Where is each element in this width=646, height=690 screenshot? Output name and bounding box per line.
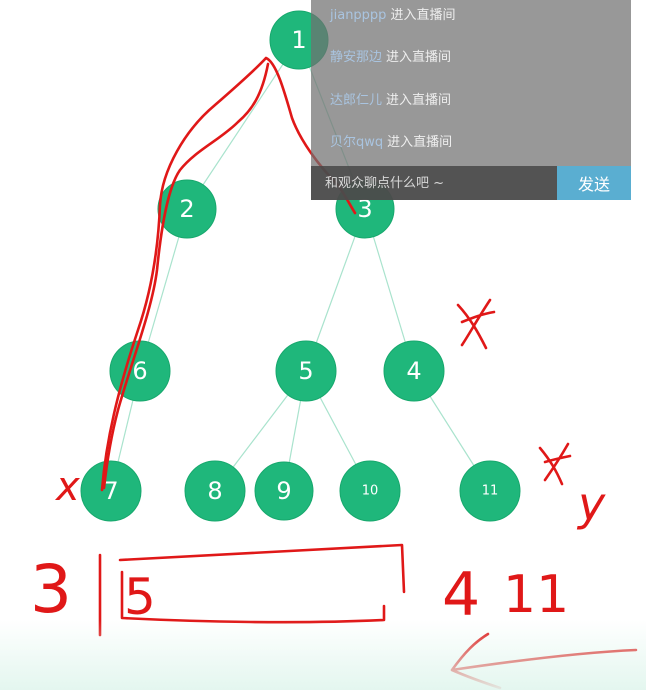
tree-node-label: 1 (291, 26, 306, 54)
chat-input[interactable] (311, 166, 557, 200)
chat-action: 进入直播间 (386, 93, 452, 108)
chat-action: 进入直播间 (387, 135, 453, 150)
chat-username: 静安那边 (330, 50, 383, 65)
chat-action: 进入直播间 (386, 50, 452, 65)
chat-message: 达郎仁儿进入直播间 (330, 91, 451, 111)
tree-node-circle (157, 179, 217, 239)
tree-node-label: 4 (406, 357, 421, 385)
chat-username: jianpppp (330, 8, 387, 23)
tree-node-circle (339, 460, 401, 522)
handwriting-text: x y 3 5 4 11 (30, 464, 606, 630)
tree-edge-1-2 (186, 39, 300, 210)
red-x-scribble-4 (456, 298, 496, 350)
handwritten-4: 4 (442, 560, 480, 630)
tree-node-label: 7 (103, 477, 118, 505)
tree-node-circle (459, 460, 521, 522)
chat-action: 进入直播间 (390, 8, 456, 23)
tree-node-9: 9 (254, 461, 314, 521)
tree-node-11: 11 (459, 460, 521, 522)
chat-username: 达郎仁儿 (330, 93, 383, 108)
tree-node-circle (184, 460, 246, 522)
tree-node-label: 9 (276, 477, 291, 505)
handwritten-3: 3 (30, 551, 72, 628)
chat-message: 静安那边进入直播间 (330, 48, 451, 68)
tree-node-8: 8 (184, 460, 246, 522)
tree-node-label: 10 (362, 484, 379, 499)
tree-node-circle (275, 340, 337, 402)
tree-node-circle (80, 460, 142, 522)
chat-username: 贝尔qwq (330, 135, 384, 150)
tree-node-circle (383, 340, 445, 402)
tree-node-5: 5 (275, 340, 337, 402)
send-button[interactable]: 发送 (557, 166, 631, 200)
tree-node-label: 8 (207, 477, 222, 505)
label-x: x (54, 464, 80, 510)
handwritten-5: 5 (124, 568, 156, 626)
red-path-stroke-2 (102, 62, 270, 490)
label-y: y (576, 477, 606, 531)
tree-node-label: 3 (357, 195, 372, 223)
bottom-gradient (0, 620, 646, 690)
tree-node-label: 11 (482, 484, 499, 499)
tree-node-label: 6 (132, 357, 147, 385)
handwritten-11: 11 (503, 565, 569, 625)
tree-node-4: 4 (383, 340, 445, 402)
tree-node-7: 7 (80, 460, 142, 522)
tree-node-10: 10 (339, 460, 401, 522)
tree-node-label: 5 (298, 357, 313, 385)
nodes-layer: 1 2 3 6 5 4 7 8 9 10 11 (80, 10, 521, 522)
tree-node-label: 2 (179, 195, 194, 223)
red-x-scribble-11 (538, 442, 572, 486)
tree-node-circle (254, 461, 314, 521)
tree-node-2: 2 (157, 179, 217, 239)
